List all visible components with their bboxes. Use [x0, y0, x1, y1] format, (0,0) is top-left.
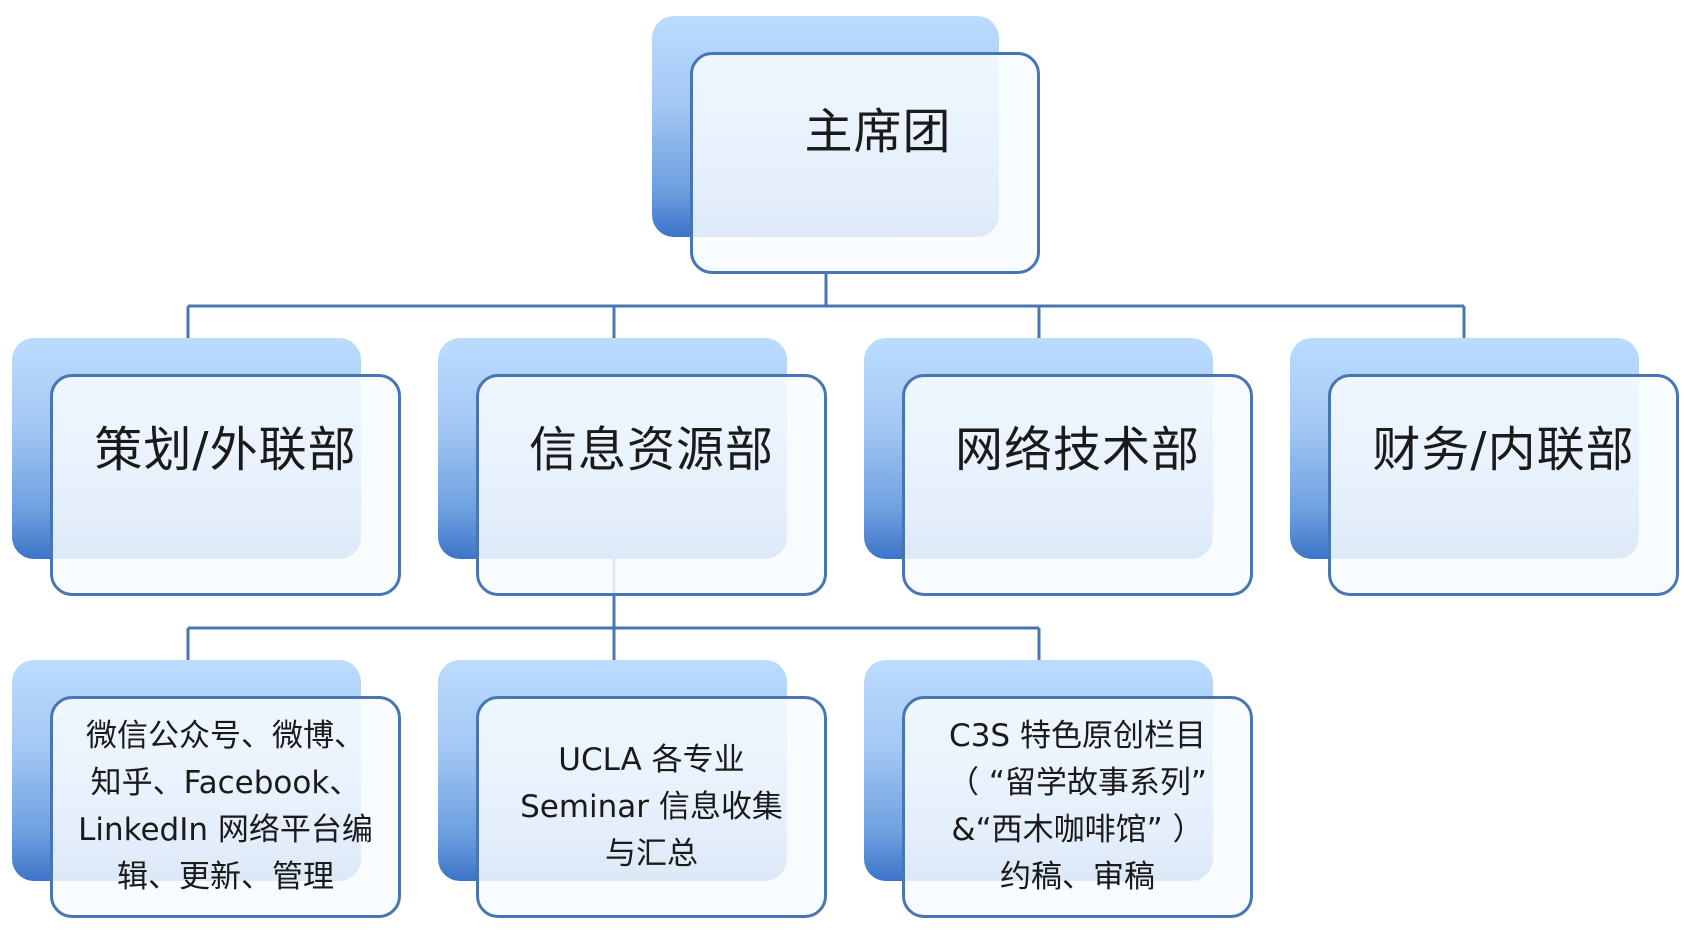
node-sub-platforms: 微信公众号、微博、 知乎、Facebook、 LinkedIn 网络平台编 辑、… — [12, 660, 402, 920]
node-dept-network-tech-label: 网络技术部 — [954, 422, 1200, 478]
node-sub-seminar-line-2: Seminar 信息收集 — [520, 788, 783, 825]
node-sub-platforms-line-1: 微信公众号、微博、 — [86, 718, 365, 754]
node-sub-platforms-line-2: 知乎、Facebook、 — [90, 765, 361, 801]
node-dept-planning: 策划/外联部 — [12, 338, 402, 598]
node-dept-planning-label: 策划/外联部 — [94, 422, 357, 478]
node-root: 主席团 — [652, 16, 1040, 276]
node-dept-info-resources-label: 信息资源部 — [528, 422, 774, 478]
node-sub-original-columns-line-4: 约稿、审稿 — [1000, 859, 1155, 895]
node-sub-original-columns-line-2: （ “留学故事系列” — [948, 765, 1207, 801]
node-dept-finance: 财务/内联部 — [1290, 338, 1680, 598]
node-sub-original-columns: C3S 特色原创栏目 （ “留学故事系列” &“西木咖啡馆” ） 约稿、审稿 — [864, 660, 1254, 920]
node-sub-original-columns-line-1: C3S 特色原创栏目 — [949, 718, 1206, 754]
node-sub-seminar-line-3: 与汇总 — [605, 835, 698, 872]
node-sub-seminar-label: UCLA 各专业 Seminar 信息收集 与汇总 — [476, 696, 827, 918]
node-sub-seminar: UCLA 各专业 Seminar 信息收集 与汇总 — [438, 660, 828, 920]
node-sub-original-columns-label: C3S 特色原创栏目 （ “留学故事系列” &“西木咖啡馆” ） 约稿、审稿 — [902, 696, 1253, 918]
node-root-label: 主席团 — [804, 104, 952, 160]
node-sub-seminar-line-1: UCLA 各专业 — [558, 741, 745, 778]
node-sub-platforms-label: 微信公众号、微博、 知乎、Facebook、 LinkedIn 网络平台编 辑、… — [50, 696, 401, 918]
node-dept-info-resources: 信息资源部 — [438, 338, 828, 598]
node-sub-platforms-line-4: 辑、更新、管理 — [117, 859, 334, 895]
node-sub-original-columns-line-3: &“西木咖啡馆” ） — [951, 812, 1204, 848]
node-dept-finance-label: 财务/内联部 — [1372, 422, 1635, 478]
node-dept-network-tech: 网络技术部 — [864, 338, 1254, 598]
node-sub-platforms-line-3: LinkedIn 网络平台编 — [78, 812, 373, 848]
